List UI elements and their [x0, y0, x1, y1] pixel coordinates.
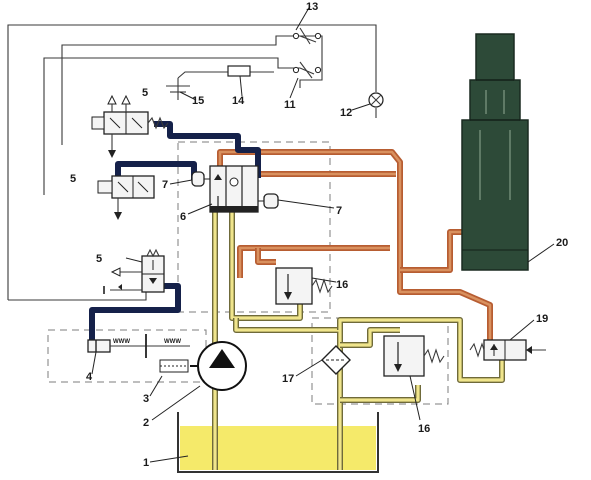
label-3: 3 — [143, 393, 149, 405]
filter-17 — [321, 345, 351, 375]
lamp-12 — [368, 92, 384, 108]
slave-cylinder-4: WWW WWW — [87, 334, 190, 373]
label-16-upper: 16 — [336, 279, 348, 291]
label-2: 2 — [143, 417, 149, 429]
control-valve-5-top — [91, 94, 169, 158]
control-valve-5-lower — [103, 248, 165, 294]
oil-tank-1 — [177, 412, 379, 473]
label-15: 15 — [192, 95, 204, 107]
label-1: 1 — [143, 457, 149, 469]
pressure-valve-16-upper — [275, 267, 333, 305]
label-12: 12 — [340, 107, 352, 119]
hydraulic-pump-2 — [190, 341, 247, 391]
label-16-lower: 16 — [418, 423, 430, 435]
label-17: 17 — [282, 373, 294, 385]
telescopic-cylinder-20 — [461, 33, 529, 271]
label-5-lower: 5 — [96, 253, 102, 265]
label-4: 4 — [86, 371, 93, 383]
label-19: 19 — [536, 313, 548, 325]
label-13: 13 — [306, 1, 318, 13]
fuse-14 — [227, 65, 251, 77]
label-5-top: 5 — [142, 87, 148, 99]
control-valve-5-middle — [97, 175, 155, 220]
svg-text:WWW: WWW — [113, 339, 130, 345]
label-7-right: 7 — [336, 205, 342, 217]
label-14: 14 — [232, 95, 245, 107]
label-6: 6 — [180, 211, 186, 223]
label-11: 11 — [284, 99, 296, 111]
callout-labels: 1 2 3 4 5 5 5 6 7 7 11 12 13 14 15 16 16… — [70, 1, 568, 469]
pressure-valve-16-lower — [383, 335, 445, 377]
pilot-actuator-7-left — [191, 171, 210, 187]
pilot-actuator-7-right — [258, 193, 279, 209]
label-7-left: 7 — [162, 179, 168, 191]
switch-11 — [292, 61, 322, 79]
label-20: 20 — [556, 237, 568, 249]
leader-lines — [91, 5, 555, 463]
orange-lines — [217, 149, 493, 340]
distributor-valve-6 — [209, 165, 259, 213]
electrical-wiring — [7, 24, 377, 301]
svg-text:WWW: WWW — [164, 339, 181, 345]
switch-13 — [292, 27, 322, 45]
label-5-middle: 5 — [70, 173, 76, 185]
check-valve-19 — [469, 339, 546, 361]
